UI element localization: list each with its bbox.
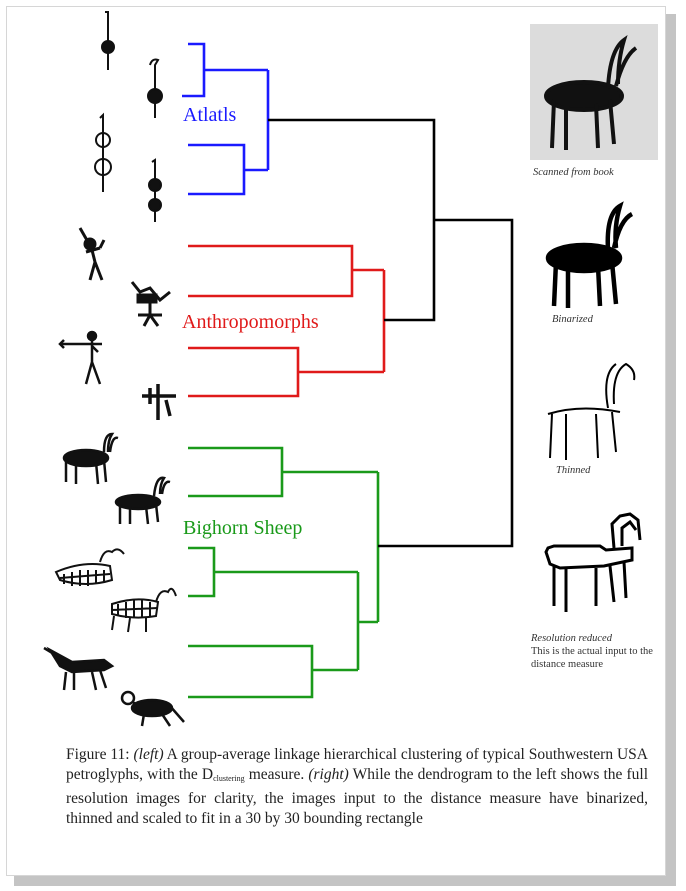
caption-subscript: clustering bbox=[213, 774, 245, 783]
bighorn-sheep-icon-4 bbox=[112, 589, 176, 632]
anthropomorph-icon-4 bbox=[142, 384, 176, 420]
caption-part2: measure. bbox=[249, 766, 305, 783]
bighorn-sheep-icon-3 bbox=[56, 549, 124, 586]
cluster-label-anthropomorphs: Anthropomorphs bbox=[182, 311, 319, 334]
step-label-scanned: Scanned from book bbox=[533, 166, 614, 179]
bighorn-sheep-icon-1 bbox=[64, 434, 118, 484]
caption-label: Figure 11: bbox=[66, 746, 130, 763]
bighorn-sheep-icon-6 bbox=[122, 692, 184, 726]
bighorn-sheep-icon-5 bbox=[44, 648, 112, 690]
step-label-resolution-reduced: Resolution reduced bbox=[531, 632, 612, 645]
bighorn-sheep-icon-2 bbox=[116, 478, 170, 524]
caption-left-word: (left) bbox=[133, 746, 163, 763]
sheep-thinned-image bbox=[548, 364, 634, 460]
atlatl-icon-3 bbox=[95, 115, 111, 192]
sheep-resolution-reduced-image bbox=[546, 514, 640, 612]
step-label-thinned: Thinned bbox=[556, 464, 590, 477]
atlatl-icon-2 bbox=[148, 60, 162, 118]
anthropomorph-icon-2 bbox=[132, 282, 170, 326]
dendrogram-bighorn-sheep bbox=[188, 448, 378, 697]
atlatl-icon-4 bbox=[149, 160, 161, 222]
step-label-binarized: Binarized bbox=[552, 313, 593, 326]
atlatl-icon-1 bbox=[102, 12, 114, 70]
cluster-label-bighorn-sheep: Bighorn Sheep bbox=[183, 517, 302, 540]
caption-right-word: (right) bbox=[308, 766, 348, 783]
cluster-label-atlatls: Atlatls bbox=[183, 104, 236, 127]
anthropomorph-icon-3 bbox=[60, 332, 102, 384]
sheep-binarized-image bbox=[548, 206, 632, 308]
step-note-resolution-reduced: This is the actual input to the distance… bbox=[531, 645, 659, 671]
figure-caption: Figure 11: (left) A group-average linkag… bbox=[66, 745, 648, 829]
anthropomorph-icon-1 bbox=[80, 228, 104, 280]
